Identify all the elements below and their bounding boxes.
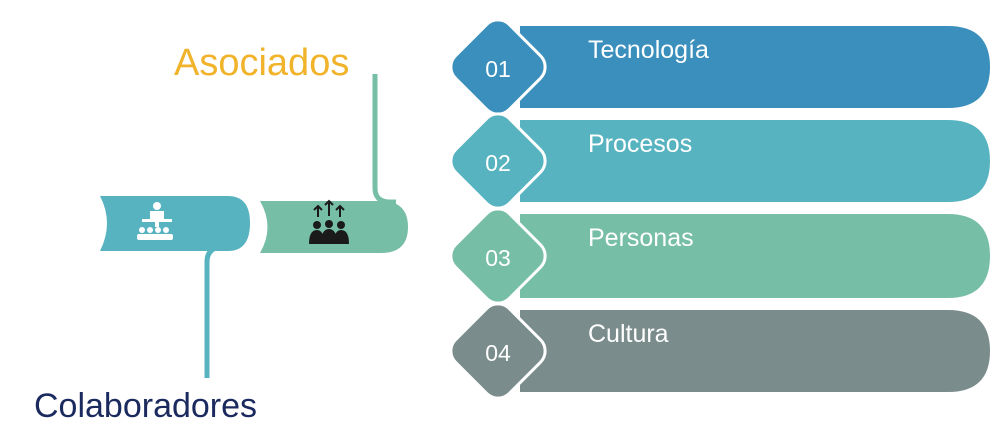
item-row-03 [449, 207, 990, 305]
item-label-procesos: Procesos [588, 130, 693, 158]
item-diamond-02 [449, 112, 547, 210]
item-row-04 [449, 302, 990, 400]
team-growth-icon [309, 199, 349, 244]
item-number-03: 03 [485, 245, 511, 271]
item-label-tecnologia: Tecnología [588, 36, 709, 64]
item-number-04: 04 [485, 340, 511, 366]
item-label-personas: Personas [588, 224, 694, 252]
item-diamond-04 [449, 302, 547, 400]
item-bar-01 [520, 26, 990, 108]
item-row-02 [449, 112, 990, 210]
item-bar-02 [520, 120, 990, 202]
connector-line-bottom [204, 243, 223, 378]
item-diamond-03 [449, 207, 547, 305]
connector-line-top [372, 74, 396, 205]
item-diamond-01 [449, 18, 547, 116]
item-label-cultura: Cultura [588, 320, 669, 348]
label-asociados: Asociados [174, 42, 350, 84]
tab-left [100, 196, 250, 251]
item-bar-03 [520, 214, 990, 298]
presentation-audience-icon [137, 202, 173, 240]
item-number-02: 02 [485, 150, 511, 176]
tab-right [260, 201, 408, 253]
item-number-01: 01 [485, 56, 511, 82]
label-colaboradores: Colaboradores [34, 387, 258, 425]
item-bar-04 [520, 310, 990, 392]
item-row-01 [449, 18, 990, 116]
